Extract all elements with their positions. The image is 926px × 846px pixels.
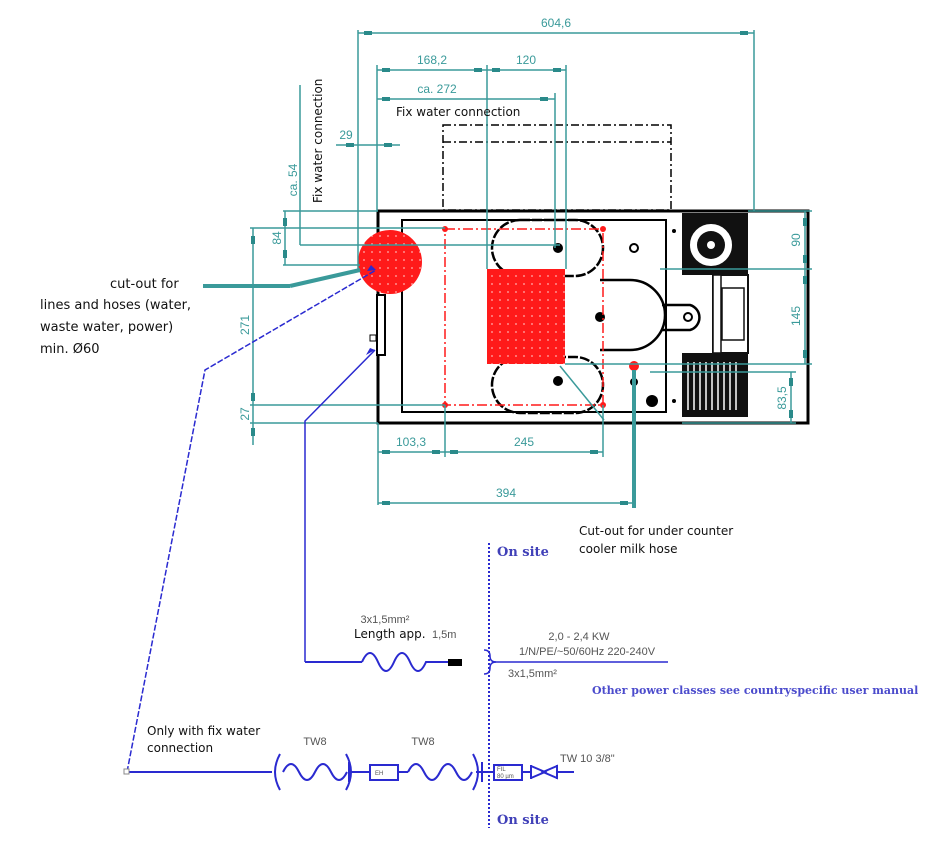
note-line: lines and hoses (water, [40, 298, 191, 313]
dim-120: 120 [516, 53, 536, 67]
dim-168-2: 168,2 [417, 53, 447, 67]
fix-water-label-vertical: Fix water connection [311, 79, 325, 203]
water-start-node [123, 768, 130, 775]
dim-271: 271 [238, 315, 252, 335]
hose-label-1: TW8 [303, 736, 326, 748]
milk-hose-cutout [629, 361, 639, 371]
power-length-value: 1,5m [432, 629, 456, 641]
note-line: Cut-out for under counter [579, 524, 733, 538]
filter-label: FIL [497, 767, 506, 773]
hose-label-2: TW8 [411, 736, 434, 748]
note-line: waste water, power) [40, 320, 173, 335]
note-line: cooler milk hose [579, 542, 677, 556]
bracket-arrow-head [366, 348, 375, 355]
cutout-arrow-head [367, 265, 376, 271]
power-supply: 1/N/PE/~50/60Hz 220-240V [519, 646, 656, 658]
dim-84: 84 [270, 231, 284, 245]
dim-245: 245 [514, 435, 534, 449]
grinder-module [682, 213, 749, 417]
cutout-zones [358, 226, 639, 408]
drip-bowls [490, 218, 701, 415]
filter-size: 80 µm [497, 774, 514, 780]
hose-cutout-circle [358, 230, 422, 294]
dim-394: 394 [496, 486, 516, 500]
dim-overall-width: 604,6 [541, 16, 571, 30]
dim-103-3: 103,3 [396, 435, 426, 449]
schematic-lines [126, 269, 668, 828]
counter-cutout-area [487, 269, 565, 364]
on-site-label-bottom: On site [497, 813, 549, 828]
note-line: min. Ø60 [40, 342, 100, 357]
power-rating: 2,0 - 2,4 KW [548, 631, 610, 643]
fix-water-label-top: Fix water connection [396, 105, 520, 119]
dim-83-5: 83,5 [775, 386, 789, 410]
power-length-label: Length app. [354, 627, 426, 641]
note-line: connection [147, 741, 213, 755]
on-site-label-top: On site [497, 545, 549, 560]
note-line: Only with fix water [147, 724, 260, 738]
power-cable-spec: 3x1,5mm² [361, 614, 410, 626]
valve-box-label: EH [375, 771, 383, 777]
dim-29: 29 [339, 128, 353, 142]
milk-hose-note: Cut-out for under counter cooler milk ho… [579, 524, 733, 556]
bowl-drains [553, 229, 693, 407]
dim-ca-272: ca. 272 [417, 82, 457, 96]
fix-water-note: Only with fix water connection [147, 724, 260, 755]
water-inlet-label: TW 10 3/8" [560, 753, 615, 765]
note-line: cut-out for [110, 277, 179, 292]
dim-90: 90 [789, 233, 803, 247]
dimension-lines [203, 30, 812, 508]
dim-ca-54: ca. 54 [286, 163, 300, 196]
dimension-ticks [251, 31, 807, 505]
dim-27: 27 [238, 407, 252, 421]
cutout-lines-note: cut-out for lines and hoses (water, wast… [40, 277, 191, 357]
power-classes-note: Other power classes see countryspecific … [592, 684, 918, 697]
power-plug [448, 659, 462, 666]
site-cable-spec: 3x1,5mm² [508, 668, 557, 680]
dim-145: 145 [789, 306, 803, 326]
